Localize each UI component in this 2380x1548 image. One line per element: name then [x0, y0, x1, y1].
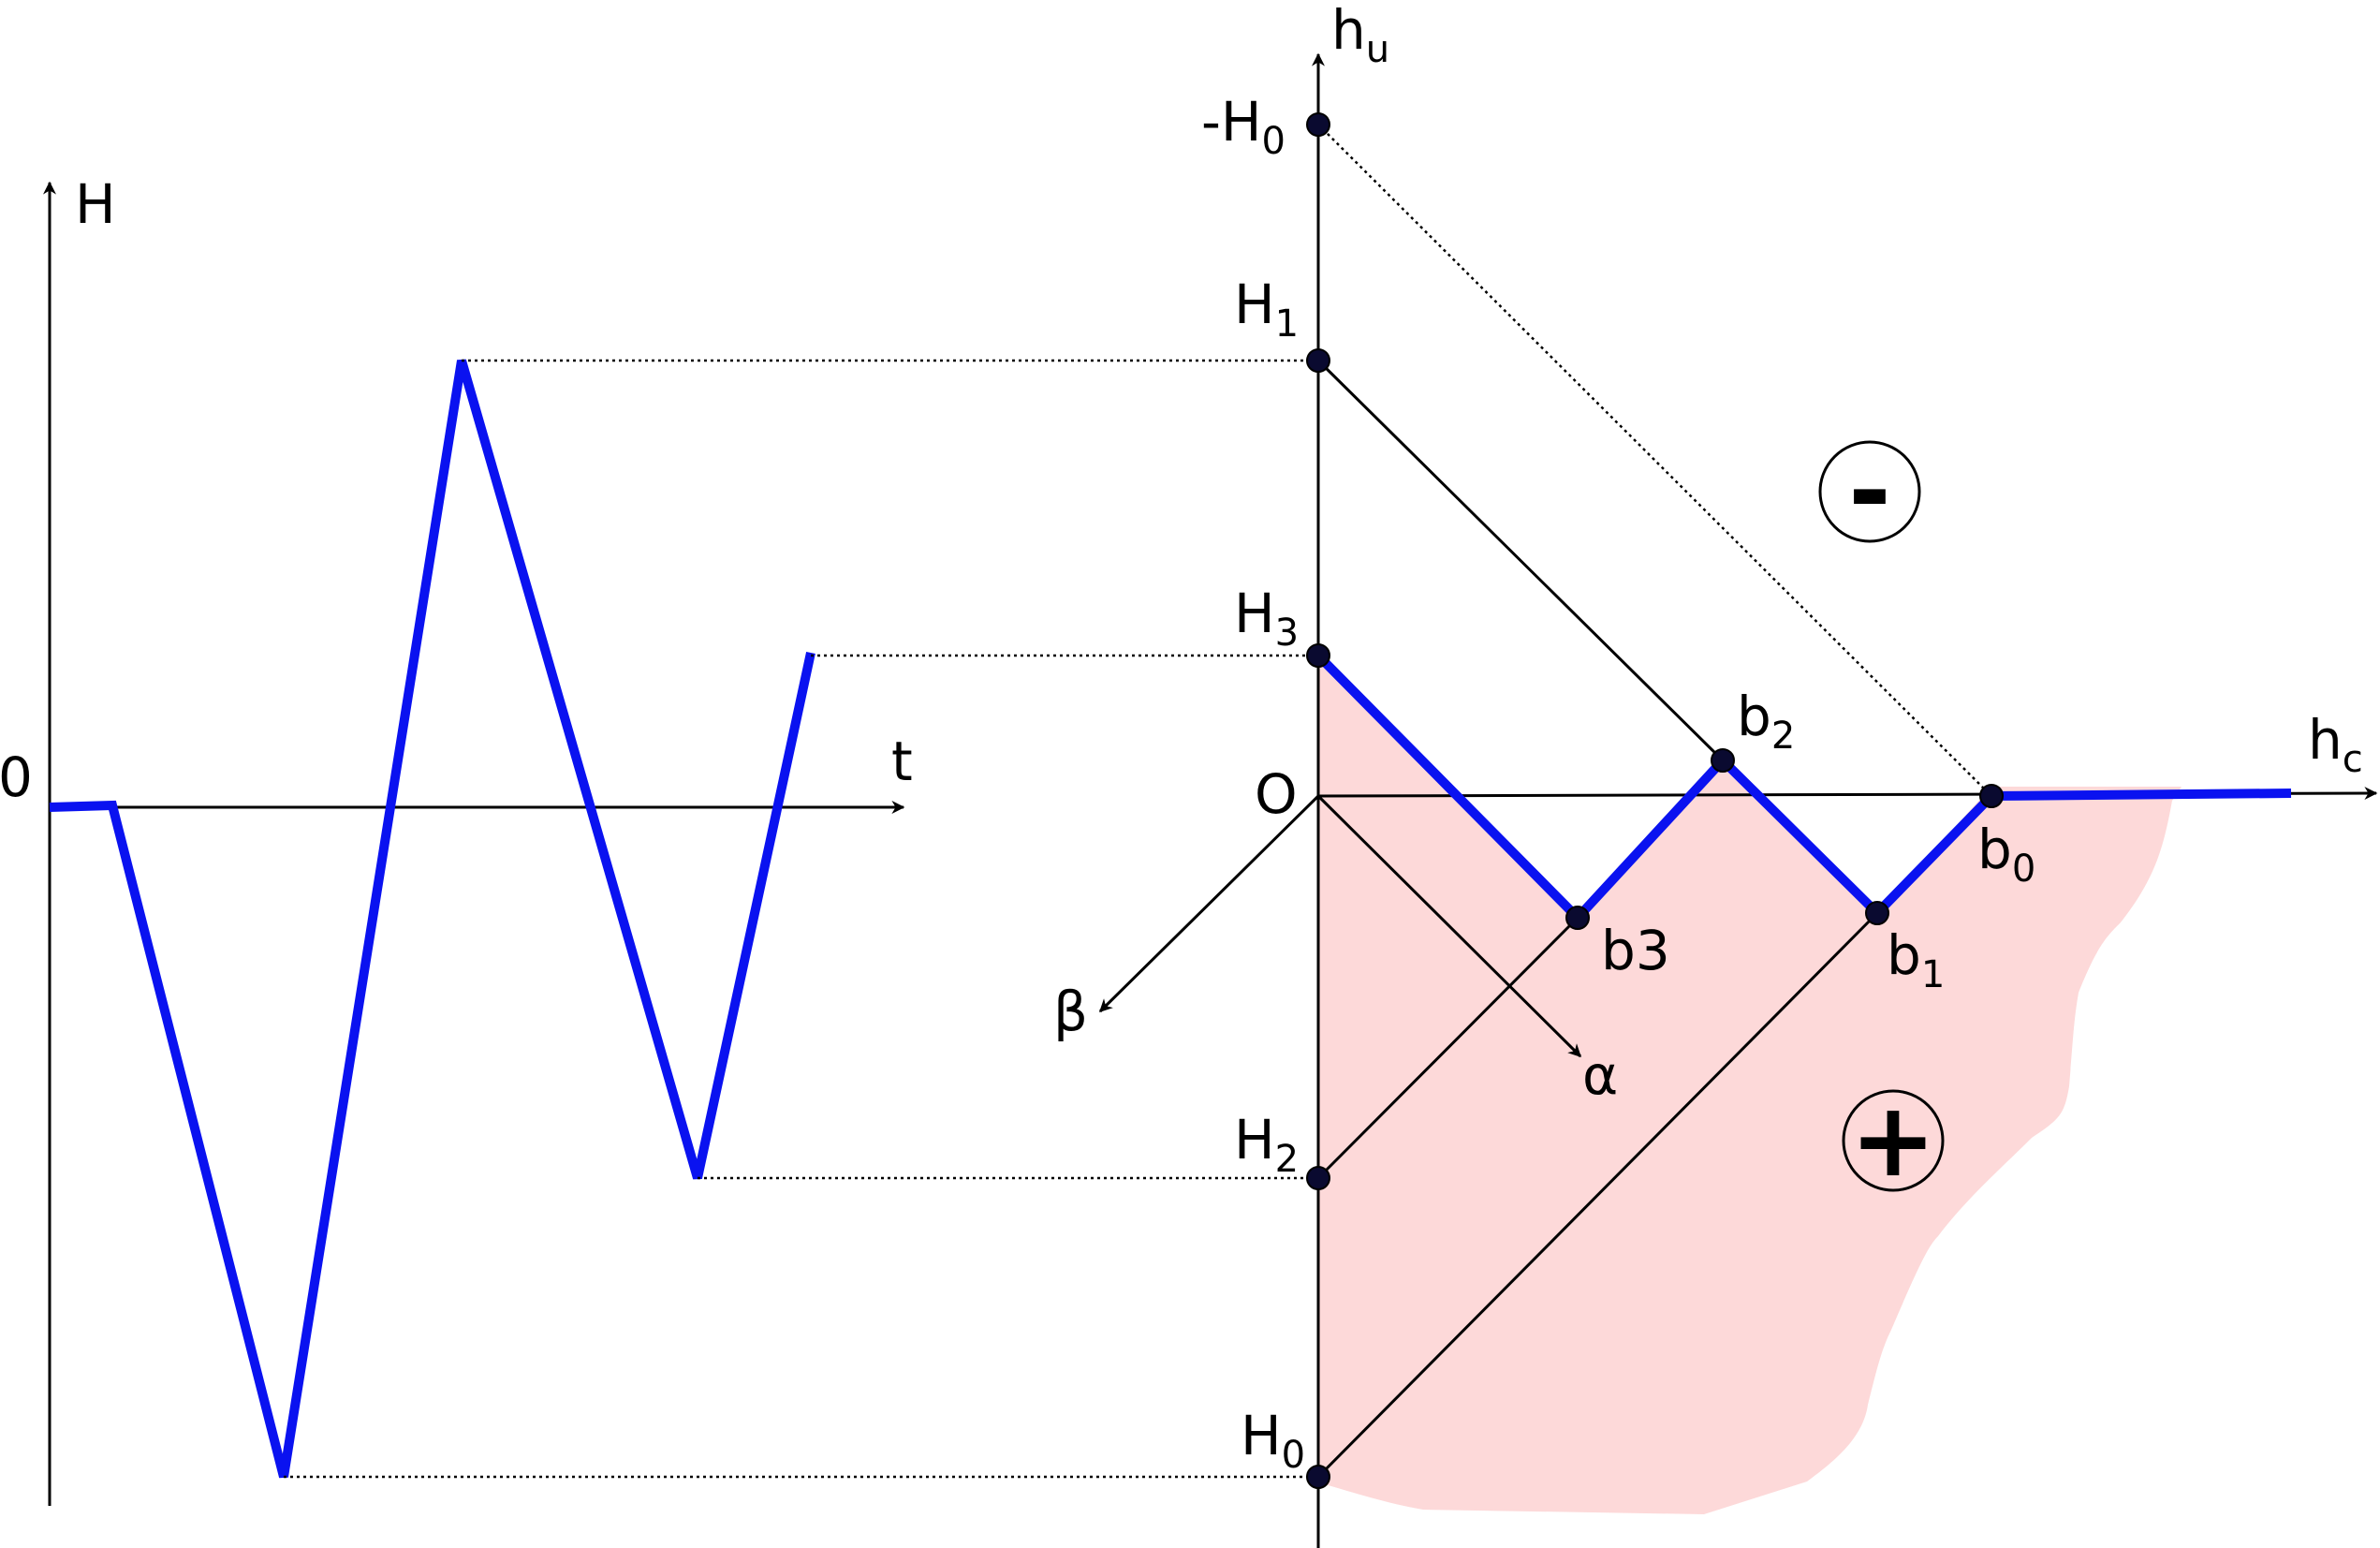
positive-region	[1318, 656, 2182, 1514]
point-b2	[1711, 748, 1735, 773]
projection-minus-H0-b0	[1317, 124, 1992, 797]
preisach-plane: hu hc O α β -H0 H1 H3 H2 H0 b0 b1 b2 b3 …	[1053, 0, 2378, 1548]
H0-label: H0	[1241, 1404, 1305, 1477]
origin-label: O	[1255, 762, 1298, 826]
projection-lines	[284, 124, 1992, 1479]
point-b0	[1979, 784, 2004, 808]
b2-label: b2	[1737, 685, 1795, 758]
line-H1-b2	[1316, 359, 1725, 762]
beta-axis	[1098, 794, 1320, 1013]
H3-label: H3	[1234, 582, 1299, 655]
H2-label: H2	[1234, 1108, 1299, 1181]
minus-H0-label: -H0	[1201, 90, 1285, 163]
left-origin-label: 0	[0, 745, 33, 809]
left-x-axis-label: t	[891, 730, 913, 793]
memory-staircase	[1315, 652, 2292, 925]
alpha-label: α	[1582, 1043, 1618, 1107]
point-H0	[1306, 1465, 1330, 1489]
point-H1	[1306, 348, 1330, 373]
hc-axis-label: hc	[2308, 708, 2363, 781]
b1-label: b1	[1887, 923, 1945, 996]
negative-circle	[1818, 440, 1921, 543]
negative-sign: -	[1848, 431, 1891, 551]
point-H3	[1306, 643, 1330, 668]
point-b3	[1565, 906, 1590, 930]
beta-label: β	[1053, 980, 1088, 1043]
hu-axis-label: hu	[1331, 0, 1389, 71]
point-H2	[1306, 1166, 1330, 1190]
input-history-plot: H t 0	[0, 172, 913, 1506]
line-H2-b3	[1316, 916, 1579, 1180]
line-H0-b1	[1316, 911, 1879, 1479]
positive-region-symbol: +	[1842, 1080, 1945, 1200]
H1-label: H1	[1234, 273, 1299, 346]
negative-region-symbol: -	[1818, 431, 1921, 551]
alpha-axis	[1316, 794, 1582, 1058]
b3-label: b3	[1601, 919, 1670, 982]
positive-sign: +	[1850, 1080, 1936, 1200]
input-history-curve	[49, 359, 815, 1479]
b0-label: b0	[1977, 818, 2035, 891]
point-b1	[1865, 901, 1889, 925]
point-minus-H0	[1306, 112, 1330, 137]
left-y-axis-label: H	[75, 172, 116, 236]
positive-circle	[1842, 1089, 1945, 1192]
